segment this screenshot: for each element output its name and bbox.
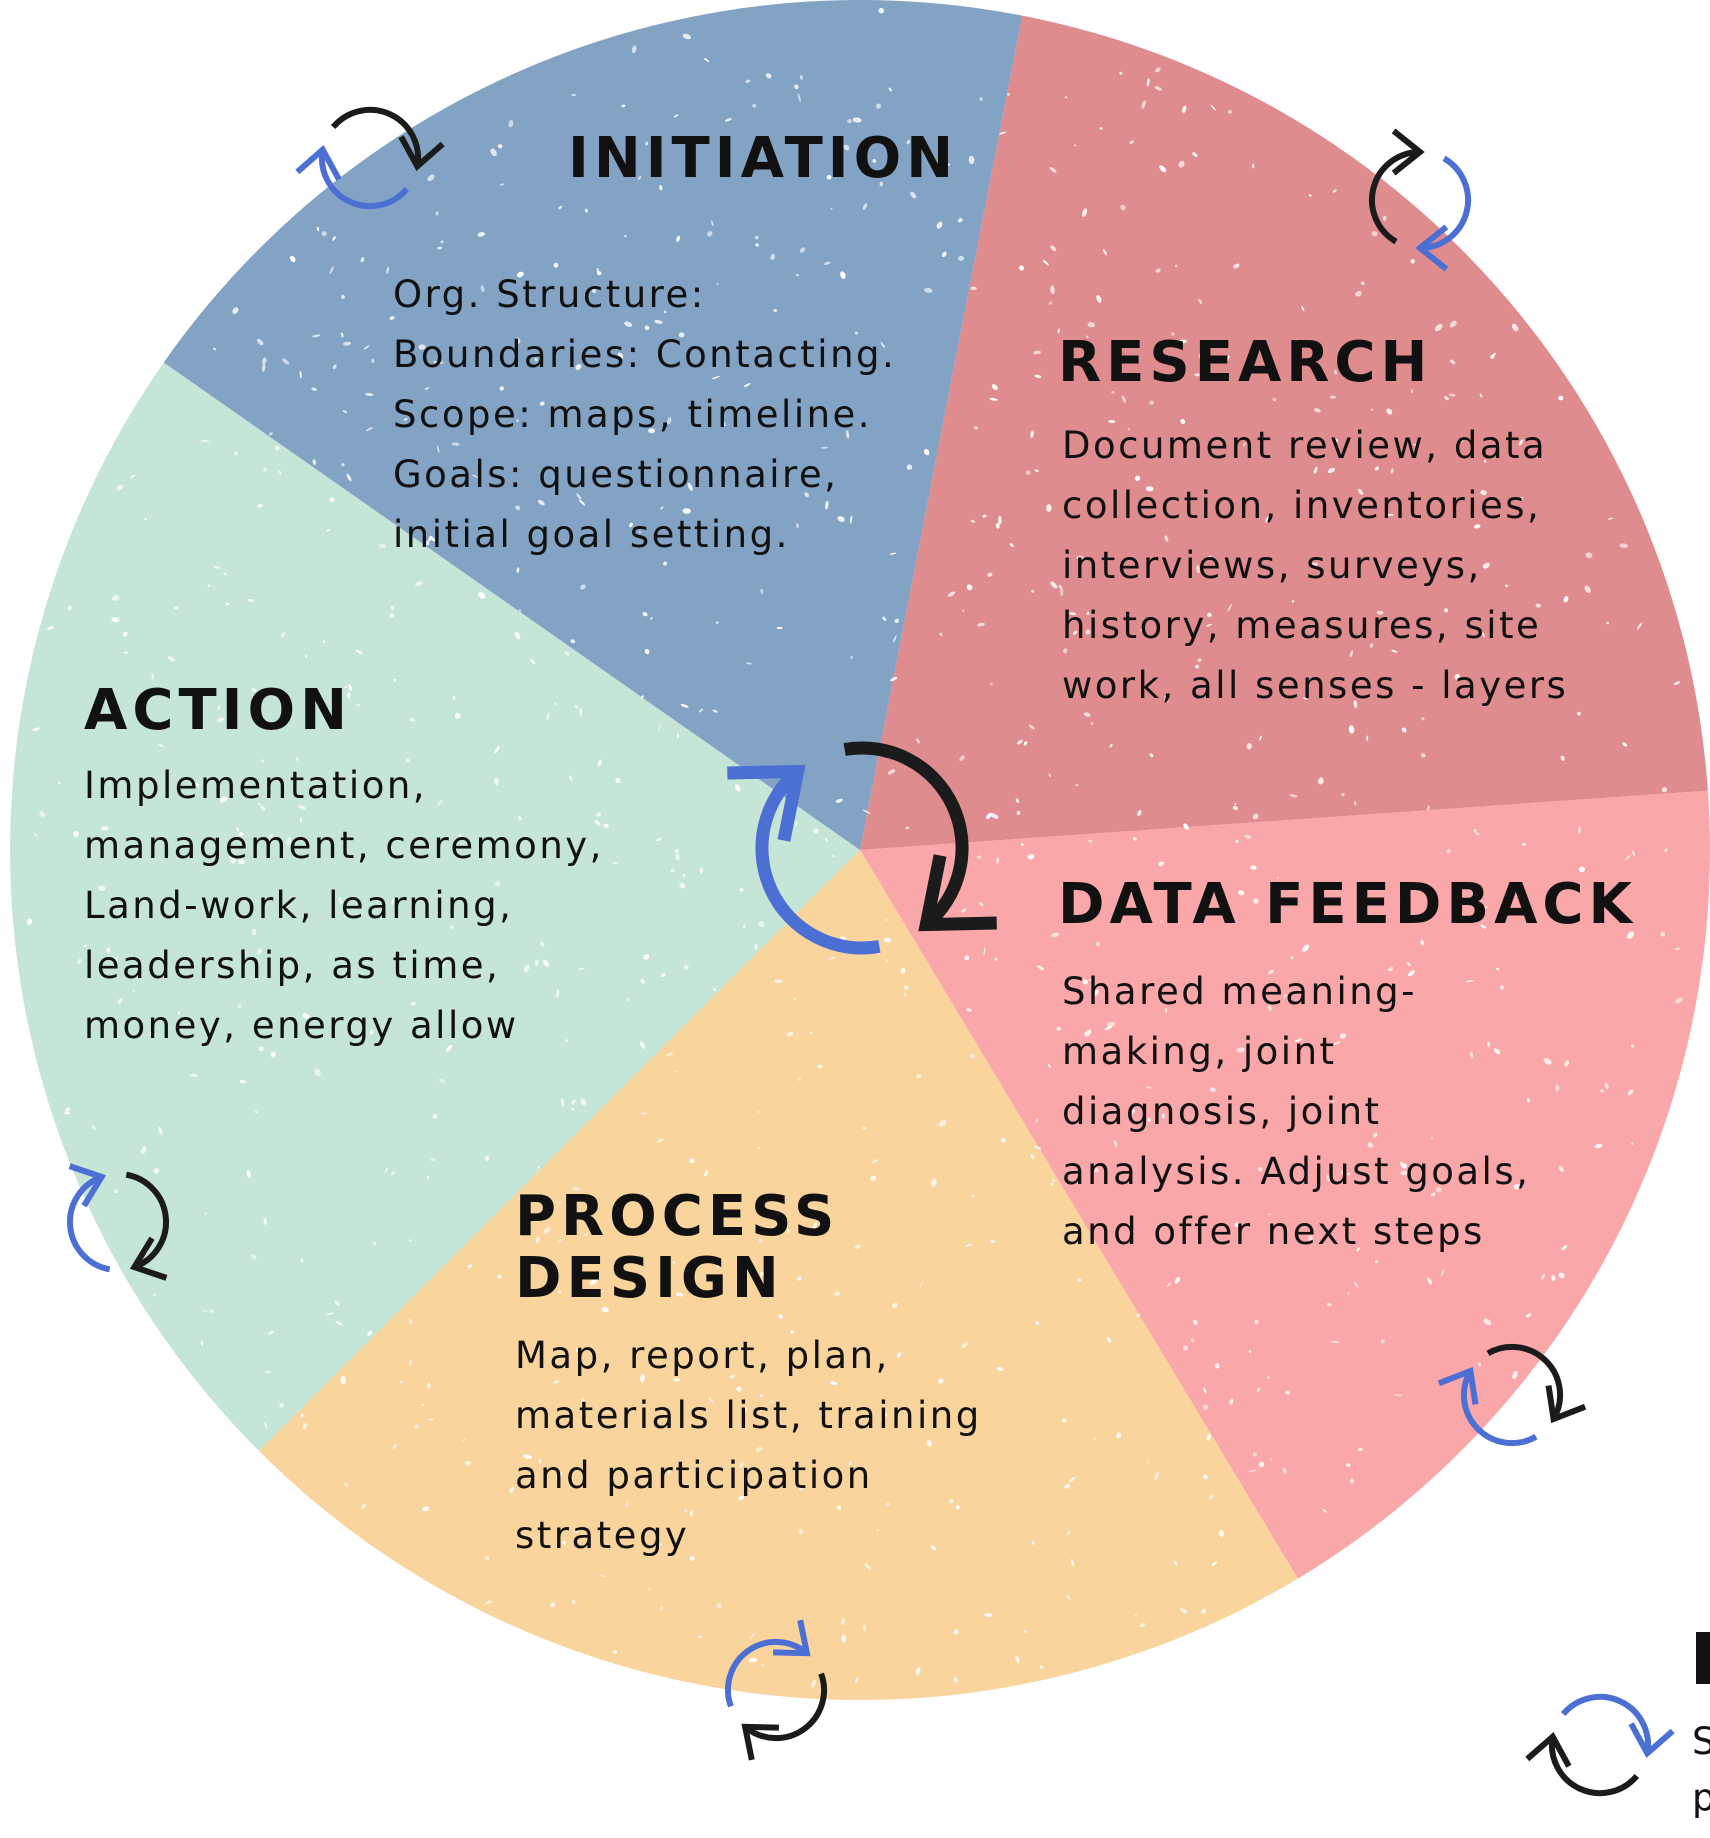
sector-research — [860, 790, 1710, 1579]
segment-data-feedback: DATA FEEDBACK — [1058, 874, 1637, 936]
segment-action: ACTION — [84, 680, 352, 742]
data-feedback-body: Shared meaning- making, joint diagnosis,… — [1062, 970, 1531, 1253]
sector-initiation — [860, 15, 1708, 851]
segment-process-design: PROCESS DESIGN — [515, 1186, 839, 1310]
data-feedback-body-wrap: Shared meaning- making, joint diagnosis,… — [1062, 962, 1530, 1262]
cycle-arrows-icon-legend — [1525, 1693, 1675, 1797]
research-title: RESEARCH — [1058, 330, 1433, 395]
action-title: ACTION — [84, 678, 352, 743]
cut-off-text-1: S — [1692, 1720, 1710, 1763]
cycle-arrows-icon-process-design — [724, 1619, 828, 1761]
action-body-wrap: Implementation, management, ceremony, La… — [84, 756, 604, 1056]
research-body-wrap: Document review, data collection, invent… — [1062, 416, 1568, 716]
cut-off-text-2: p — [1692, 1776, 1710, 1819]
sector-action — [163, 0, 1023, 850]
sector-process-design — [10, 362, 860, 1451]
cycle-arrows-icon-data-feedback — [1437, 1343, 1587, 1447]
center-cycle-arrows-icon — [727, 741, 997, 955]
initiation-title: INITIATION — [568, 126, 959, 191]
initiation-body: Org. Structure: Boundaries: Contacting. … — [393, 273, 897, 556]
cycle-arrows-icon-research — [1368, 128, 1472, 272]
action-body: Implementation, management, ceremony, La… — [84, 764, 604, 1047]
research-body: Document review, data collection, invent… — [1062, 424, 1569, 707]
process-design-title: PROCESS DESIGN — [515, 1184, 840, 1311]
cycle-arrows-icon-action — [67, 1163, 169, 1281]
segment-research: RESEARCH — [1058, 332, 1432, 394]
sector-data-feedback — [259, 850, 1298, 1700]
initiation-body-wrap: Org. Structure: Boundaries: Contacting. … — [393, 265, 896, 565]
segment-initiation: INITIATION — [568, 128, 958, 190]
process-design-body-wrap: Map, report, plan, materials list, train… — [515, 1326, 982, 1566]
cut-off-heading — [1696, 1632, 1710, 1684]
cycle-arrows-icon-initiation — [295, 106, 445, 210]
process-design-body: Map, report, plan, materials list, train… — [515, 1334, 982, 1557]
data-feedback-title: DATA FEEDBACK — [1058, 872, 1637, 937]
